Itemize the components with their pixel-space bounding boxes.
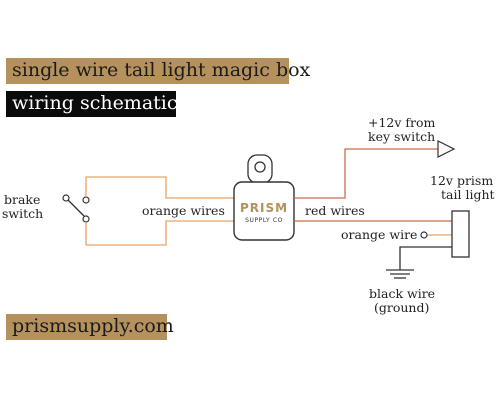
orange-wires: [85, 176, 234, 246]
brake-switch-arm: [67, 199, 85, 217]
ground-symbol-icon: [386, 269, 414, 279]
tail-light-label-line1: 12v prism: [430, 173, 493, 188]
orange-wires-label: orange wires: [142, 203, 225, 218]
box-body: [233, 181, 295, 241]
box-logo-line1: PRISM: [240, 201, 288, 215]
subtitle-banner: wiring schematic: [6, 91, 178, 117]
box-mounting-hole: [254, 161, 266, 173]
tail-light-housing: [451, 210, 470, 258]
orange-wire-top: [85, 176, 234, 199]
brake-switch-terminal-bottom: [82, 215, 90, 223]
magic-box: PRISM SUPPLY CO: [233, 154, 295, 241]
tail-light-label-line2: tail light: [441, 187, 495, 202]
red-wires: [294, 148, 452, 222]
key-switch-arrow-icon: [437, 140, 456, 158]
red-wire-to-key-switch: [294, 148, 438, 199]
black-wire-label-line2: (ground): [374, 300, 429, 315]
tail-light: [451, 210, 470, 258]
red-wires-label: red wires: [305, 203, 365, 218]
ground-wire: [386, 246, 452, 279]
brake-switch-label-line1: brake: [4, 192, 40, 207]
black-wire: [399, 246, 452, 270]
box-logo-line2: SUPPLY CO: [245, 217, 283, 224]
brake-switch-terminal-top: [62, 194, 70, 202]
brake-switch: [62, 194, 90, 223]
brake-switch-label-line2: switch: [2, 206, 43, 221]
orange-wire-terminal: [420, 231, 428, 239]
key-switch-label-line2: key switch: [368, 129, 435, 144]
website-banner: prismsupply.com: [6, 314, 174, 340]
orange-wire-label: orange wire: [341, 227, 417, 242]
orange-wire-bottom: [85, 220, 234, 246]
brake-switch-terminal-right: [82, 196, 90, 204]
black-wire-label-line1: black wire: [369, 286, 435, 301]
title-banner: single wire tail light magic box: [6, 58, 310, 84]
key-switch-label-line1: +12v from: [368, 115, 436, 130]
